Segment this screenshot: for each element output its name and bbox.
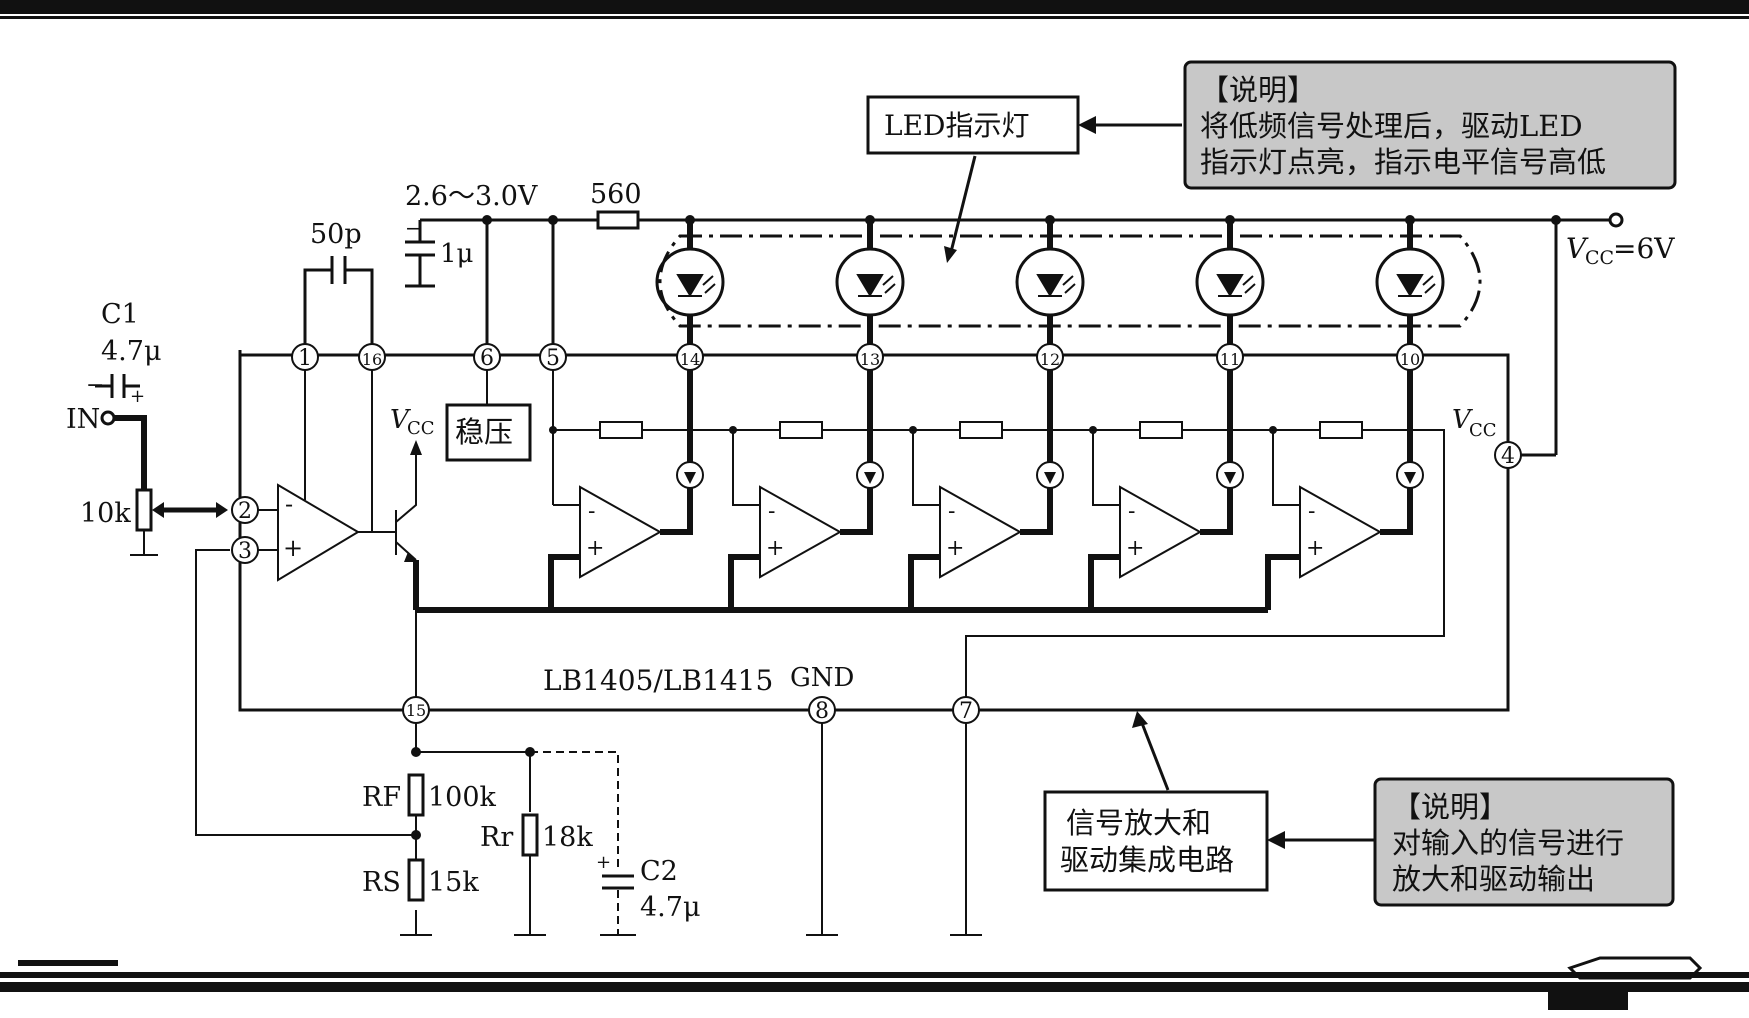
c1-minus: −	[86, 373, 104, 398]
c2-plus: +	[596, 852, 611, 873]
pin-15: 15	[406, 701, 426, 720]
note1-line2: 指示灯点亮，指示电平信号高低	[1200, 145, 1606, 179]
led-label-box	[866, 95, 1080, 155]
pin-8: 8	[815, 699, 829, 724]
note1-title: 【说明】	[1200, 73, 1316, 107]
pin-6: 6	[480, 346, 494, 371]
pin-4: 4	[1501, 444, 1515, 469]
vcc-transistor-label: V	[390, 405, 411, 435]
vcc-pin4-label: V	[1452, 405, 1473, 435]
svg-text:+: +	[946, 536, 964, 561]
cap-1u-label: 1μ	[440, 239, 473, 269]
vcc-pin4-sub: CC	[1469, 420, 1497, 441]
cap-1u-minus: −	[405, 216, 422, 240]
rs-value: 15k	[428, 867, 479, 898]
r560-label: 560	[590, 179, 642, 210]
note2-line2: 放大和驱动输出	[1392, 862, 1595, 896]
svg-text:+: +	[766, 536, 784, 561]
note2-box	[1373, 777, 1675, 907]
svg-text:+: +	[1306, 536, 1324, 561]
svg-text:-: -	[768, 499, 775, 524]
svg-text:+: +	[1126, 536, 1144, 561]
c2-value: 4.7μ	[640, 892, 701, 923]
pin-7: 7	[959, 699, 973, 724]
note2-title: 【说明】	[1392, 790, 1508, 824]
svg-text:-: -	[1128, 499, 1135, 524]
rf-name: RF	[362, 782, 401, 813]
rs-name: RS	[362, 867, 401, 898]
svg-text:-: -	[1308, 499, 1315, 524]
pin-5: 5	[546, 346, 560, 371]
svg-text:+: +	[586, 536, 604, 561]
pin-3: 3	[238, 539, 252, 564]
note2-line1: 对输入的信号进行	[1392, 826, 1624, 860]
pin-14: 14	[680, 350, 700, 369]
svg-text:-: -	[588, 499, 595, 524]
note1-line1: 将低频信号处理后，驱动LED	[1200, 109, 1583, 143]
pin-2: 2	[238, 499, 252, 524]
ic-box-line1: 信号放大和	[1066, 806, 1211, 840]
supply-range: 2.6～3.0V	[405, 181, 538, 212]
pin-11: 11	[1220, 350, 1240, 369]
cap-50p-label: 50p	[310, 219, 362, 250]
svg-text:-: -	[948, 499, 955, 524]
vcc-main-label: V	[1566, 232, 1589, 265]
c1-plus: +	[130, 386, 145, 407]
pin-1: 1	[298, 346, 312, 371]
gnd-label: GND	[790, 663, 854, 693]
c2-name: C2	[640, 856, 678, 887]
pot-label: 10k	[80, 498, 131, 529]
svg-text:-: -	[285, 490, 293, 518]
pin-13: 13	[860, 350, 880, 369]
input-label: IN	[66, 404, 100, 435]
ic-box-line2: 驱动集成电路	[1060, 843, 1234, 877]
c1-name: C1	[101, 299, 139, 330]
ic-part-label: LB1405/LB1415	[543, 664, 773, 697]
c1-value: 4.7μ	[101, 336, 162, 367]
pin-12: 12	[1040, 350, 1060, 369]
rr-value: 18k	[542, 822, 593, 853]
note1-box	[1183, 60, 1677, 190]
rf-value: 100k	[428, 782, 497, 813]
ic-label-box	[1043, 790, 1269, 892]
led-label: LED指示灯	[884, 109, 1029, 142]
vcc-transistor-sub: CC	[407, 418, 435, 439]
regulator-label: 稳压	[455, 415, 513, 449]
vcc-main-val: =6V	[1613, 232, 1675, 265]
pin-16: 16	[362, 350, 382, 369]
vcc-main-sub: CC	[1585, 247, 1614, 269]
pin-10: 10	[1400, 350, 1420, 369]
svg-text:+: +	[283, 534, 303, 562]
rr-name: Rr	[480, 822, 513, 853]
